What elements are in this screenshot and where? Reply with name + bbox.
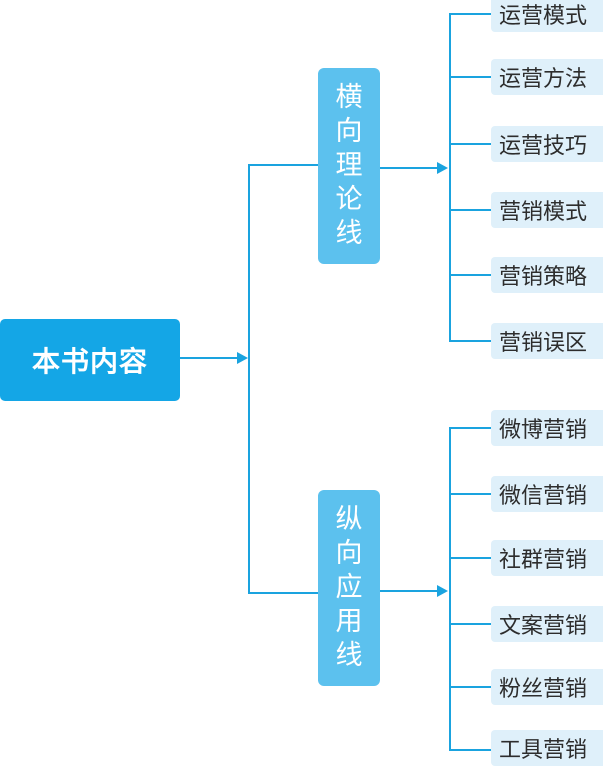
- leaf-node: 运营模式: [491, 0, 603, 32]
- branch-1-leaf-tick-6: [449, 340, 491, 342]
- branch-1-char: 理: [335, 150, 363, 181]
- leaf-node: 运营技巧: [491, 126, 603, 162]
- branch-2-leaf-tick-6: [449, 749, 491, 751]
- branch-1-char: 向: [335, 116, 363, 147]
- branch-1-leaf-tick-4: [449, 209, 491, 211]
- branch-2-char: 线: [335, 640, 363, 671]
- branch-2-char: 向: [335, 538, 363, 569]
- branch-2-leaf-tick-1: [449, 427, 491, 429]
- leaf-node: 微博营销: [491, 410, 603, 446]
- trunk-line: [248, 164, 250, 594]
- branch-1-leaf-tick-3: [449, 143, 491, 145]
- root-connector: [180, 357, 238, 359]
- branch-2-leaf-tick-5: [449, 686, 491, 688]
- leaf-node: 微信营销: [491, 476, 603, 512]
- branch-1-arrow: [437, 162, 448, 174]
- branch-1-char: 线: [335, 218, 363, 249]
- branch-2-connector: [380, 590, 438, 592]
- branch-2-char: 用: [335, 606, 363, 637]
- branch-2-leaf-spine: [449, 427, 451, 751]
- branch-1-char: 横: [335, 82, 363, 113]
- branch-2-leaf-tick-4: [449, 623, 491, 625]
- branch-node-horizontal: 横 向 理 论 线: [318, 68, 380, 264]
- branch-1-leaf-tick-2: [449, 76, 491, 78]
- leaf-node: 营销策略: [491, 257, 603, 293]
- root-arrow: [237, 352, 248, 364]
- branch-1-leaf-tick-5: [449, 274, 491, 276]
- leaf-node: 运营方法: [491, 59, 603, 95]
- branch-2-char: 应: [335, 572, 363, 603]
- branch-2-char: 纵: [335, 504, 363, 535]
- leaf-node: 文案营销: [491, 606, 603, 642]
- branch-1-connector: [380, 167, 438, 169]
- branch-1-char: 论: [335, 184, 363, 215]
- branch-2-arrow: [437, 585, 448, 597]
- branch-1-leaf-tick-1: [449, 13, 491, 15]
- branch-1-leaf-spine: [449, 13, 451, 342]
- leaf-node: 营销误区: [491, 323, 603, 359]
- leaf-node: 社群营销: [491, 540, 603, 576]
- trunk-to-branch-1: [248, 164, 318, 166]
- branch-node-vertical: 纵 向 应 用 线: [318, 490, 380, 686]
- root-node: 本书内容: [0, 319, 180, 401]
- branch-2-leaf-tick-3: [449, 557, 491, 559]
- leaf-node: 粉丝营销: [491, 669, 603, 705]
- branch-2-leaf-tick-2: [449, 493, 491, 495]
- leaf-node: 营销模式: [491, 192, 603, 228]
- trunk-to-branch-2: [248, 592, 318, 594]
- leaf-node: 工具营销: [491, 730, 603, 766]
